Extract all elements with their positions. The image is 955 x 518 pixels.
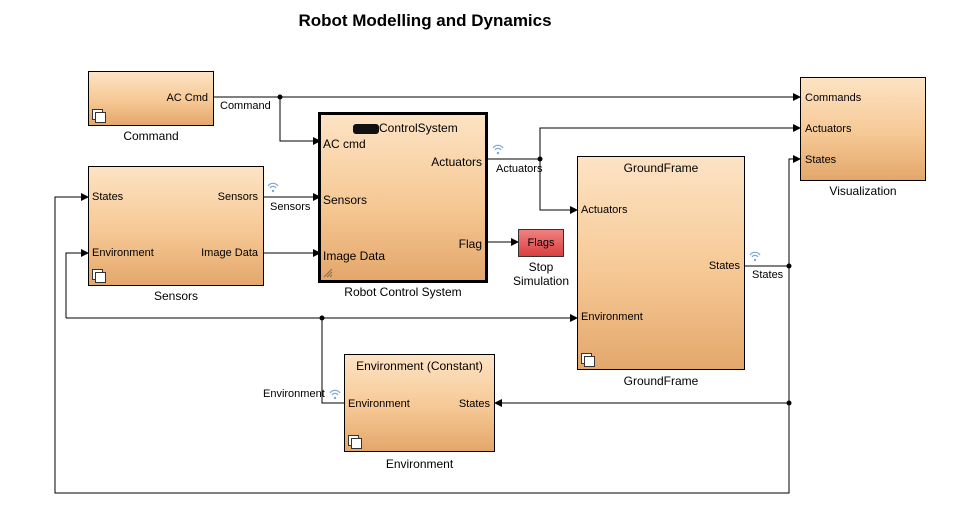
- junction-actuators: [537, 156, 543, 162]
- control-in-imagedata: Image Data: [323, 249, 386, 263]
- junction-environment: [319, 315, 325, 321]
- line-command-to-control: [279, 97, 321, 145]
- signal-label-states: States: [752, 269, 784, 281]
- signal-log-icon: [267, 182, 279, 193]
- signal-log-icon: [749, 251, 761, 262]
- command-out-port: AC Cmd: [166, 92, 208, 104]
- environment-block[interactable]: Environment (Constant) Environment State…: [344, 354, 495, 452]
- junction-states-b: [786, 400, 792, 406]
- signal-label-sensors: Sensors: [270, 201, 311, 213]
- sensors-out-sensors: Sensors: [217, 191, 258, 203]
- env-out-states: States: [458, 398, 490, 410]
- line-actuators-to-visualization: [487, 124, 801, 160]
- groundframe-block[interactable]: GroundFrame Actuators Environment States: [577, 156, 745, 370]
- signal-label-environment: Environment: [263, 388, 325, 400]
- sensors-block[interactable]: States Environment Sensors Image Data: [88, 166, 264, 286]
- vis-in-states: States: [805, 154, 837, 166]
- environment-inner-title: Environment (Constant): [356, 359, 483, 373]
- line-env-to-sensors: [65, 249, 89, 318]
- diagram-title: Robot Modelling and Dynamics: [298, 11, 552, 30]
- line-env-feedback: [321, 318, 344, 404]
- env-in-environment: Environment: [348, 398, 410, 410]
- signal-log-icon: [329, 389, 341, 400]
- stop-simulation-label-line1: Stop: [528, 260, 554, 274]
- stop-simulation-block[interactable]: Flags: [518, 229, 564, 257]
- line-states-to-visualization: [745, 155, 801, 267]
- control-out-actuators: Actuators: [431, 155, 482, 169]
- sensors-in-environment: Environment: [92, 247, 154, 259]
- control-inner-title: ControlSystem: [379, 121, 458, 135]
- subsystem-icon: [92, 109, 106, 123]
- control-system-block[interactable]: ControlSystem AC cmd Sensors Image Data …: [318, 112, 488, 283]
- ground-in-environment: Environment: [581, 311, 643, 323]
- signal-label-command: Command: [220, 100, 271, 112]
- control-system-label: Robot Control System: [344, 285, 462, 299]
- junction-states-a: [786, 263, 792, 269]
- subsystem-icon: [92, 269, 106, 283]
- visualization-block[interactable]: Commands Actuators States: [800, 77, 926, 181]
- sensors-block-label: Sensors: [153, 289, 199, 303]
- ground-out-states: States: [708, 260, 740, 272]
- subsystem-icon: [581, 353, 595, 367]
- sensors-in-states: States: [92, 191, 124, 203]
- redacted-mark: [353, 124, 379, 134]
- groundframe-label: GroundFrame: [623, 374, 699, 388]
- control-in-sensors: Sensors: [323, 193, 368, 207]
- signal-label-actuators: Actuators: [496, 163, 543, 175]
- visualization-label: Visualization: [829, 184, 897, 198]
- subsystem-icon: [348, 435, 362, 449]
- vis-in-commands: Commands: [805, 92, 862, 104]
- environment-label: Environment: [385, 457, 454, 471]
- stop-simulation-label-line2: Simulation: [512, 274, 570, 288]
- junction-command: [277, 94, 283, 100]
- groundframe-inner-title: GroundFrame: [623, 161, 699, 175]
- vis-in-actuators: Actuators: [805, 123, 852, 135]
- line-actuators-to-ground: [539, 159, 578, 214]
- sensors-out-imagedata: Image Data: [201, 247, 258, 259]
- signal-log-icon: [492, 144, 504, 155]
- resize-grip-icon: [323, 268, 333, 278]
- control-in-accmd: AC cmd: [323, 137, 366, 151]
- command-block-label: Command: [123, 129, 179, 143]
- ground-in-actuators: Actuators: [581, 204, 628, 216]
- control-out-flag: Flag: [458, 237, 482, 251]
- command-block[interactable]: AC Cmd: [88, 71, 214, 126]
- line-states-feedback-to-sensors: [54, 193, 790, 494]
